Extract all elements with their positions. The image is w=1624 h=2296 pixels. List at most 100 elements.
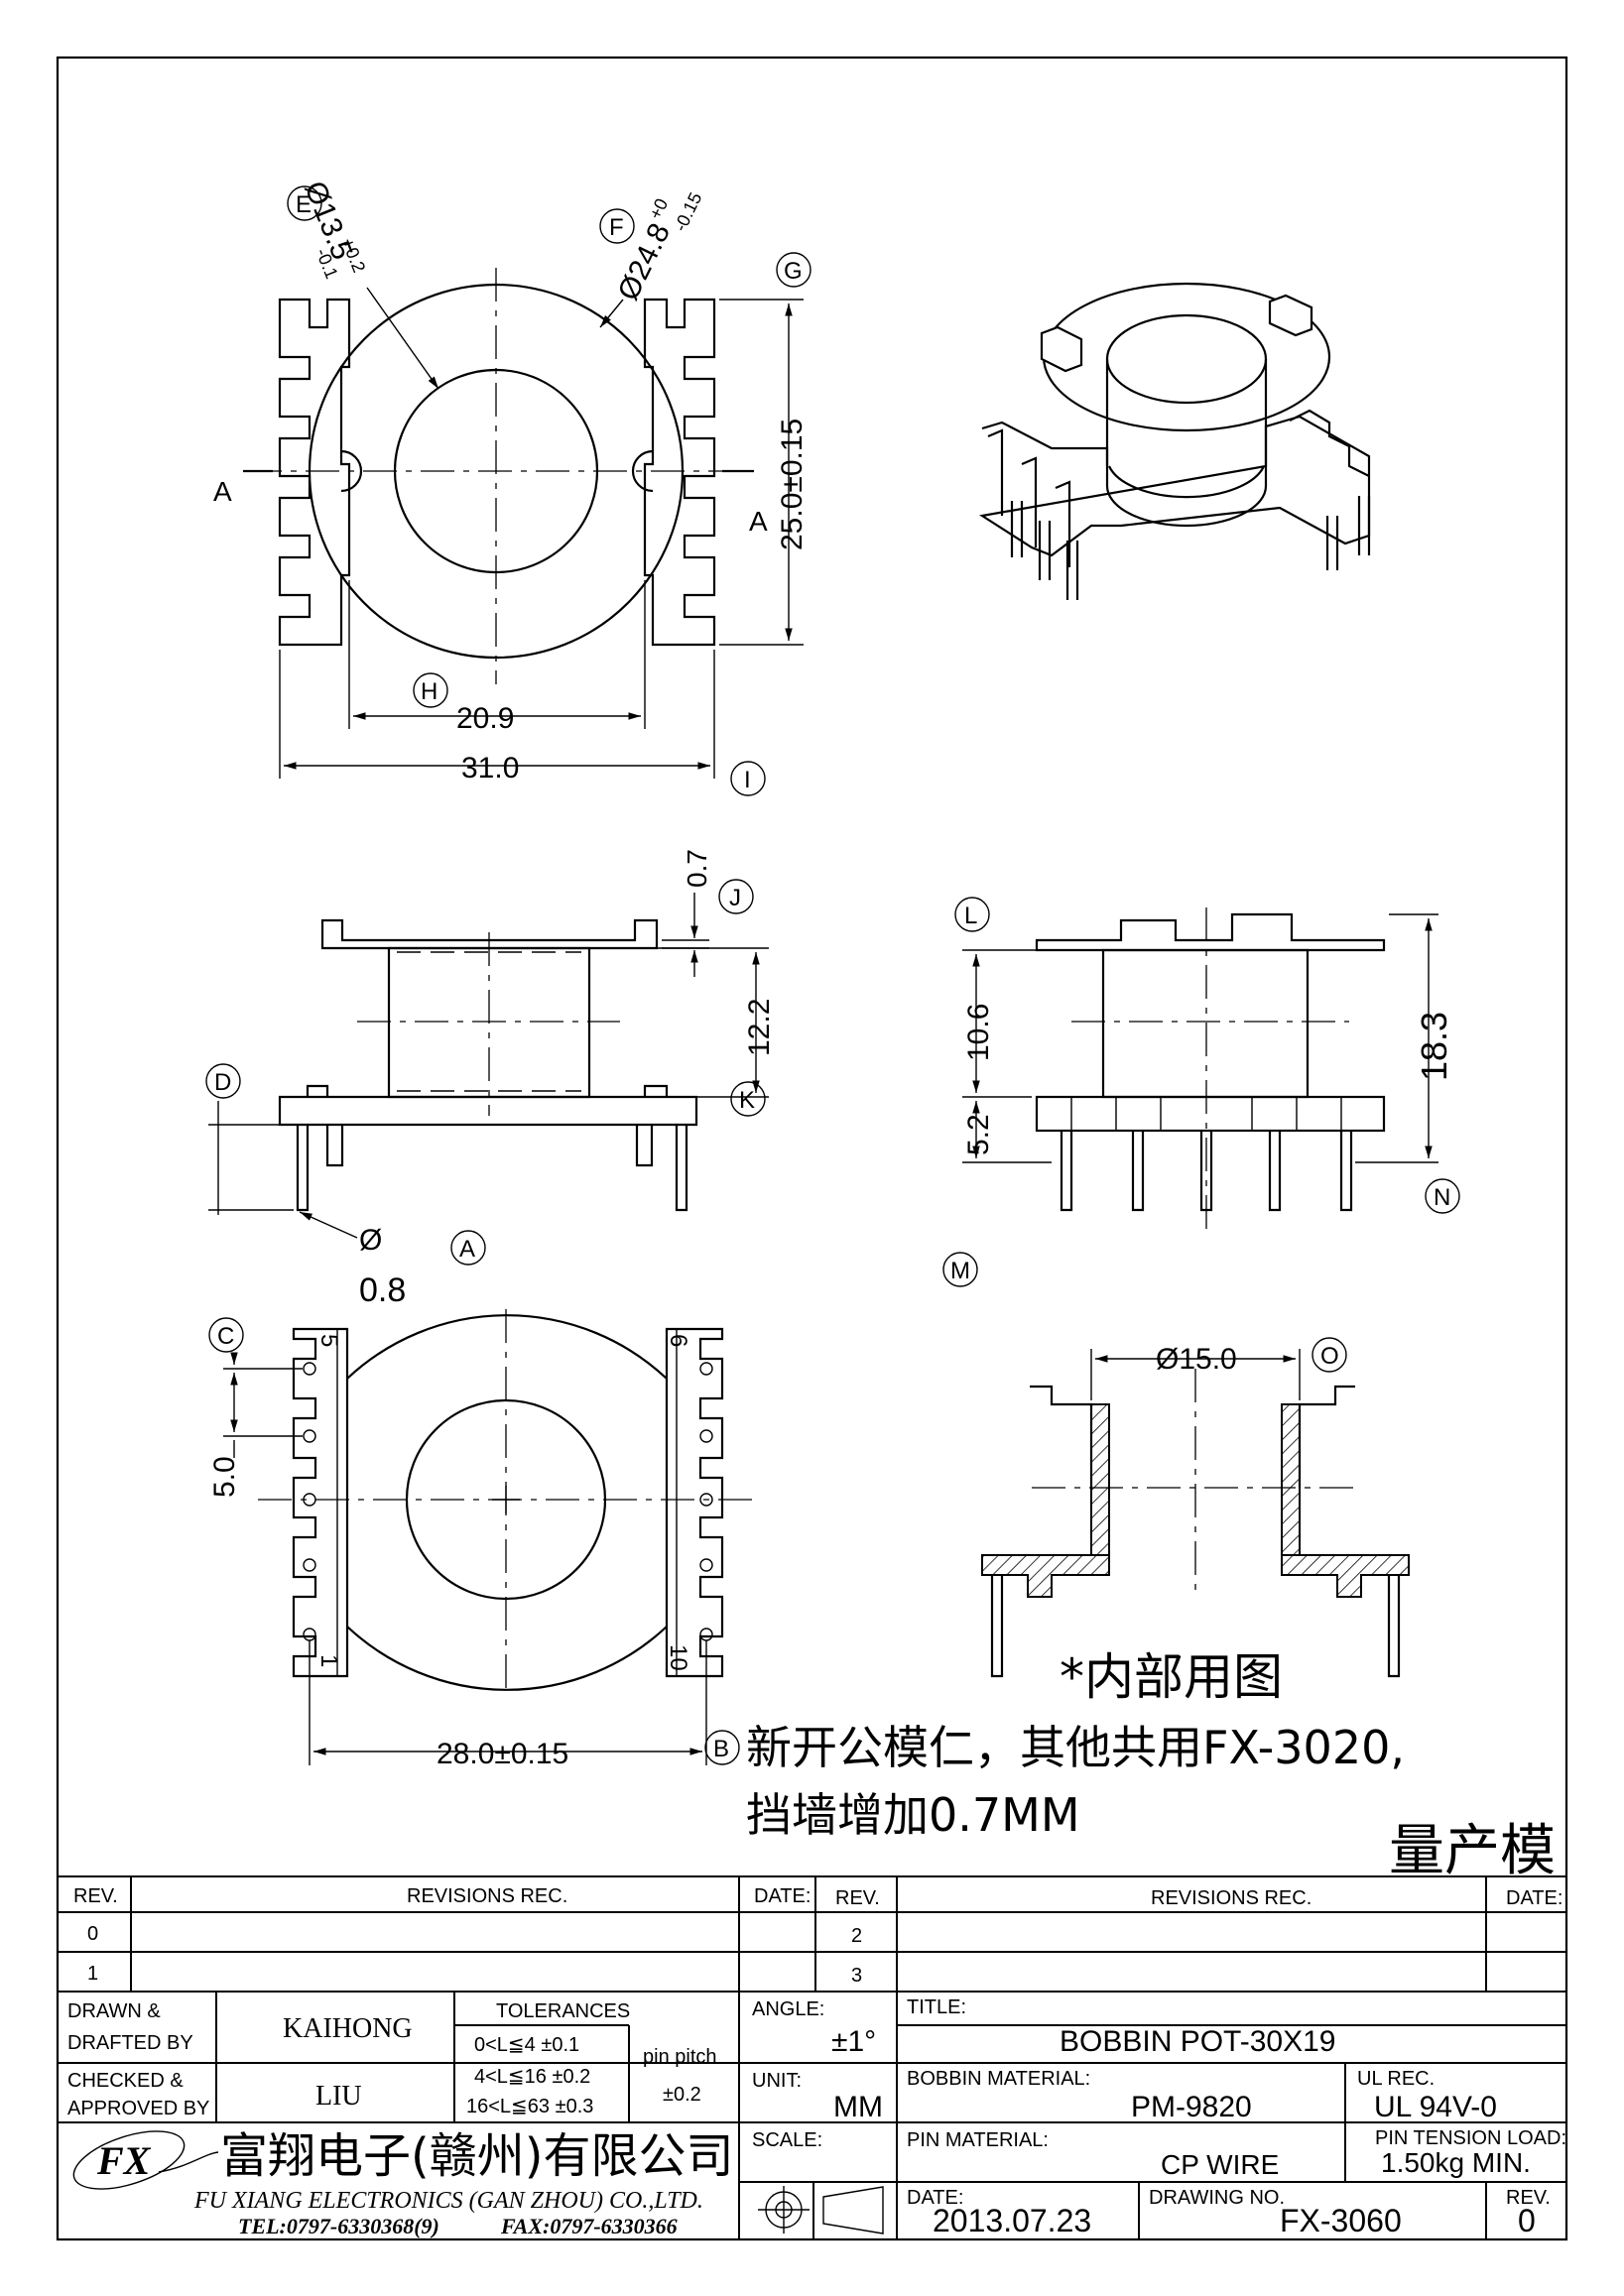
callout-j: J <box>729 885 741 911</box>
section-mark-left: A <box>213 476 232 507</box>
drawing-no-label: DRAWING NO. <box>1149 2187 1285 2209</box>
section-mark-right: A <box>749 506 768 537</box>
callout-i: I <box>744 767 751 793</box>
scale-label: SCALE: <box>752 2129 822 2151</box>
tol-row-1: 0<L≦4 ±0.1 <box>474 2034 579 2056</box>
ul-rec-value: UL 94V-0 <box>1374 2091 1497 2123</box>
pin-pitch-label: pin pitch <box>643 2046 717 2068</box>
dim-pitch: 5.0 <box>208 1456 241 1498</box>
bottom-view: 5 6 1 10 5.0 28.0±0.15 <box>208 1309 754 1770</box>
note-line-2: 挡墙增加0.7MM <box>746 1788 1080 1842</box>
company-name-cn: 富翔电子(赣州)有限公司 <box>220 2128 733 2184</box>
callout-d: D <box>214 1069 231 1096</box>
pin-number-6: 6 <box>665 1334 691 1347</box>
notes: *内部用图 新开公模仁，其他共用FX-3020, 挡墙增加0.7MM 量产模 <box>746 1648 1556 1883</box>
drawing-no-value: FX-3060 <box>1280 2203 1402 2238</box>
callout-g: G <box>784 258 803 285</box>
note-line-1: 新开公模仁，其他共用FX-3020, <box>746 1721 1405 1774</box>
tol-row-2: 4<L≦16 ±0.2 <box>474 2066 590 2088</box>
callout-n: N <box>1434 1184 1450 1211</box>
sheet-border <box>56 56 1568 2241</box>
callout-h: H <box>421 678 437 705</box>
callout-a: A <box>459 1236 475 1263</box>
checked-by: LIU <box>315 2081 362 2112</box>
drawn-label-2: DRAFTED BY <box>67 2032 193 2054</box>
rev-value: 0 <box>1518 2203 1536 2238</box>
pin-number-1: 1 <box>315 1654 342 1667</box>
bobbin-material-label: BOBBIN MATERIAL: <box>907 2068 1090 2090</box>
date-label: DATE: <box>907 2187 963 2209</box>
callout-k: K <box>739 1087 755 1114</box>
title-block: REV. REVISIONS REC. DATE: REV. REVISIONS… <box>58 1875 1566 2239</box>
tolerances-header: TOLERANCES <box>496 2000 630 2022</box>
date-value: 2013.07.23 <box>933 2203 1091 2238</box>
dim-inner-width: 20.9 <box>456 702 514 735</box>
company-fax: FAX:0797-6330366 <box>500 2214 678 2238</box>
company-logo: FX <box>72 2130 219 2190</box>
pin-number-5: 5 <box>315 1334 342 1347</box>
front-view: 0.7 12.2 Ø 0.8 <box>208 849 776 1309</box>
pin-tension-label: PIN TENSION LOAD: <box>1375 2127 1566 2149</box>
note-internal: *内部用图 <box>1060 1648 1283 1706</box>
pin-tension-value: 1.50kg MIN. <box>1381 2147 1531 2178</box>
rev-label: REV. <box>1506 2187 1551 2209</box>
callout-e: E <box>296 191 312 218</box>
mass-production-stamp: 量产模 <box>1389 1819 1556 1883</box>
dim-outer-tol-low: -0.15 <box>670 189 705 235</box>
dim-core-dia: Ø15.0 <box>1156 1343 1237 1376</box>
pin-material-value: CP WIRE <box>1161 2149 1279 2180</box>
ul-rec-label: UL REC. <box>1357 2068 1435 2090</box>
callout-o: O <box>1320 1343 1339 1370</box>
dim-total: 18.3 <box>1414 1012 1454 1081</box>
checked-label-2: APPROVED BY <box>67 2098 209 2119</box>
side-view: 10.6 5.2 18.3 <box>962 907 1454 1230</box>
title-value: BOBBIN POT-30X19 <box>1060 2025 1335 2058</box>
dim-height: 25.0±0.15 <box>776 419 809 550</box>
dim-outer-width: 31.0 <box>461 752 519 785</box>
checked-label-1: CHECKED & <box>67 2070 184 2092</box>
company-tel: TEL:0797-6330368(9) <box>238 2214 439 2238</box>
dim-side-lower: 5.2 <box>962 1114 995 1155</box>
callout-c: C <box>217 1323 234 1350</box>
section-view: Ø15.0 <box>981 1343 1410 1678</box>
revisions-header-right: REVISIONS REC. <box>1151 1887 1312 1909</box>
dim-span: 28.0±0.15 <box>437 1738 568 1770</box>
rev-header-right: REV. <box>835 1887 880 1909</box>
callout-l: L <box>964 903 977 929</box>
pin-number-10: 10 <box>665 1644 691 1671</box>
unit-value: MM <box>833 2091 883 2123</box>
top-view: A A 25.0±0.15 20.9 31.0 Ø13.5 +0.2 -0.1 … <box>213 177 809 785</box>
logo-text: FX <box>96 2138 152 2183</box>
pin-dia-symbol: Ø <box>359 1224 382 1257</box>
drawn-label-1: DRAWN & <box>67 2000 161 2022</box>
projection-symbol-icon <box>758 2186 884 2235</box>
rev-row-1: 1 <box>87 1963 98 1985</box>
dim-outer-tol-up: +0 <box>645 195 672 222</box>
angle-value: ±1° <box>831 2025 876 2058</box>
pin-material-label: PIN MATERIAL: <box>907 2129 1049 2151</box>
revisions-header-left: REVISIONS REC. <box>407 1885 567 1907</box>
date-header-right: DATE: <box>1506 1887 1562 1909</box>
rev-row-2: 2 <box>851 1925 862 1947</box>
callout-f: F <box>609 214 624 241</box>
dim-winding: 12.2 <box>743 999 776 1056</box>
callout-b: B <box>713 1736 729 1762</box>
dim-flange: 0.7 <box>682 849 712 888</box>
isometric-view <box>979 282 1371 600</box>
date-header-left: DATE: <box>754 1885 811 1907</box>
rev-row-3: 3 <box>851 1965 862 1987</box>
company-name-en: FU XIANG ELECTRONICS (GAN ZHOU) CO.,LTD. <box>193 2188 703 2214</box>
rev-row-0: 0 <box>87 1923 98 1945</box>
pin-pitch-tol: ±0.2 <box>663 2084 701 2106</box>
rev-header-left: REV. <box>73 1885 118 1907</box>
callout-m: M <box>950 1258 970 1284</box>
dim-side-upper: 10.6 <box>962 1004 995 1061</box>
drawn-by: KAIHONG <box>283 2013 413 2044</box>
title-label: TITLE: <box>907 1996 966 2018</box>
bobbin-material-value: PM-9820 <box>1131 2091 1252 2123</box>
tol-row-3: 16<L≦63 ±0.3 <box>466 2096 593 2117</box>
dim-pin-dia: 0.8 <box>359 1271 406 1309</box>
callouts: E F G H I J K D A L M N C O B <box>205 185 1460 1765</box>
angle-label: ANGLE: <box>752 1998 824 2020</box>
